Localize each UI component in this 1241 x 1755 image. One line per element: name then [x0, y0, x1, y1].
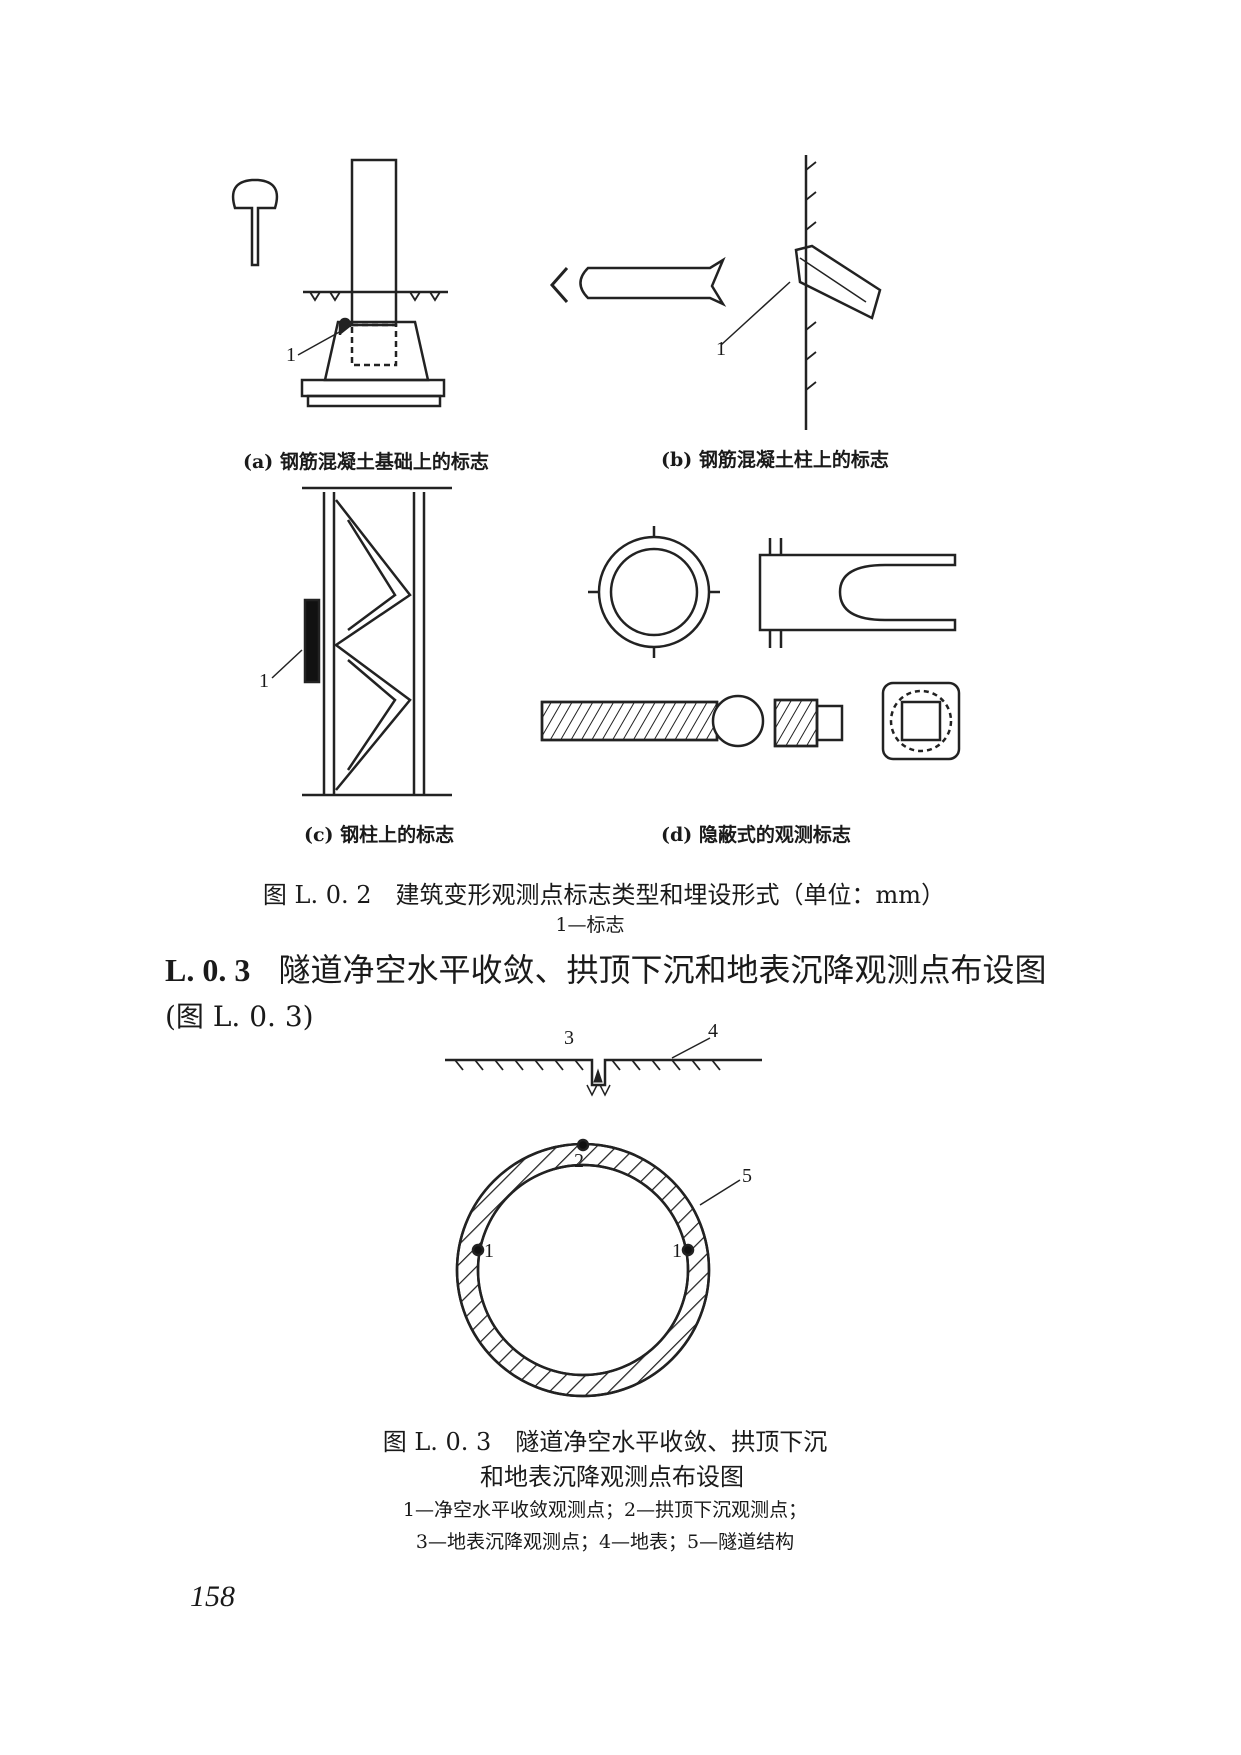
fig-a-marker-label: 1: [286, 344, 296, 366]
figure-l02-legend: 1—标志: [555, 914, 625, 936]
figure-c-steel-column: [271, 486, 452, 797]
tunnel-label-1-left: 1: [484, 1240, 494, 1262]
caption-d: (d) 隐蔽式的观测标志: [661, 824, 851, 846]
figure-b-column: [549, 155, 882, 430]
figure-l02-title: 图 L. 0. 2 建筑变形观测点标志类型和埋设形式（单位：mm）: [262, 881, 946, 909]
caption-a: (a) 钢筋混凝土基础上的标志: [243, 451, 489, 473]
tunnel-label-3: 3: [564, 1027, 574, 1049]
tunnel-label-2: 2: [574, 1150, 584, 1172]
tunnel-label-1-right: 1: [672, 1240, 682, 1262]
tunnel-label-4: 4: [708, 1020, 718, 1042]
figure-a-foundation: [231, 158, 448, 408]
section-number: L. 0. 3: [165, 952, 251, 988]
fig-c-marker-label: 1: [259, 670, 269, 692]
section-heading-text: 隧道净空水平收敛、拱顶下沉和地表沉降观测点布设图: [278, 951, 1047, 989]
fig-b-marker-label: 1: [716, 338, 726, 360]
figure-l03-tunnel: [445, 1037, 762, 1398]
figure-d-hidden-marker: [540, 526, 961, 761]
caption-b: (b) 钢筋混凝土柱上的标志: [661, 449, 889, 471]
section-heading-ref: (图 L. 0. 3): [165, 1000, 314, 1033]
figure-l03-legend-line1: 1—净空水平收敛观测点；2—拱顶下沉观测点；: [402, 1499, 808, 1521]
page-number: 158: [190, 1580, 235, 1613]
section-heading: L. 0. 3 隧道净空水平收敛、拱顶下沉和地表沉降观测点布设图: [165, 945, 1047, 991]
figure-l03-title-line1: 图 L. 0. 3 隧道净空水平收敛、拱顶下沉: [382, 1428, 828, 1456]
tunnel-label-5: 5: [742, 1165, 752, 1187]
figure-l03-title-line2: 和地表沉降观测点布设图: [480, 1463, 744, 1491]
caption-c: (c) 钢柱上的标志: [304, 824, 455, 846]
figure-l03-legend-line2: 3—地表沉降观测点；4—地表；5—隧道结构: [415, 1531, 795, 1553]
